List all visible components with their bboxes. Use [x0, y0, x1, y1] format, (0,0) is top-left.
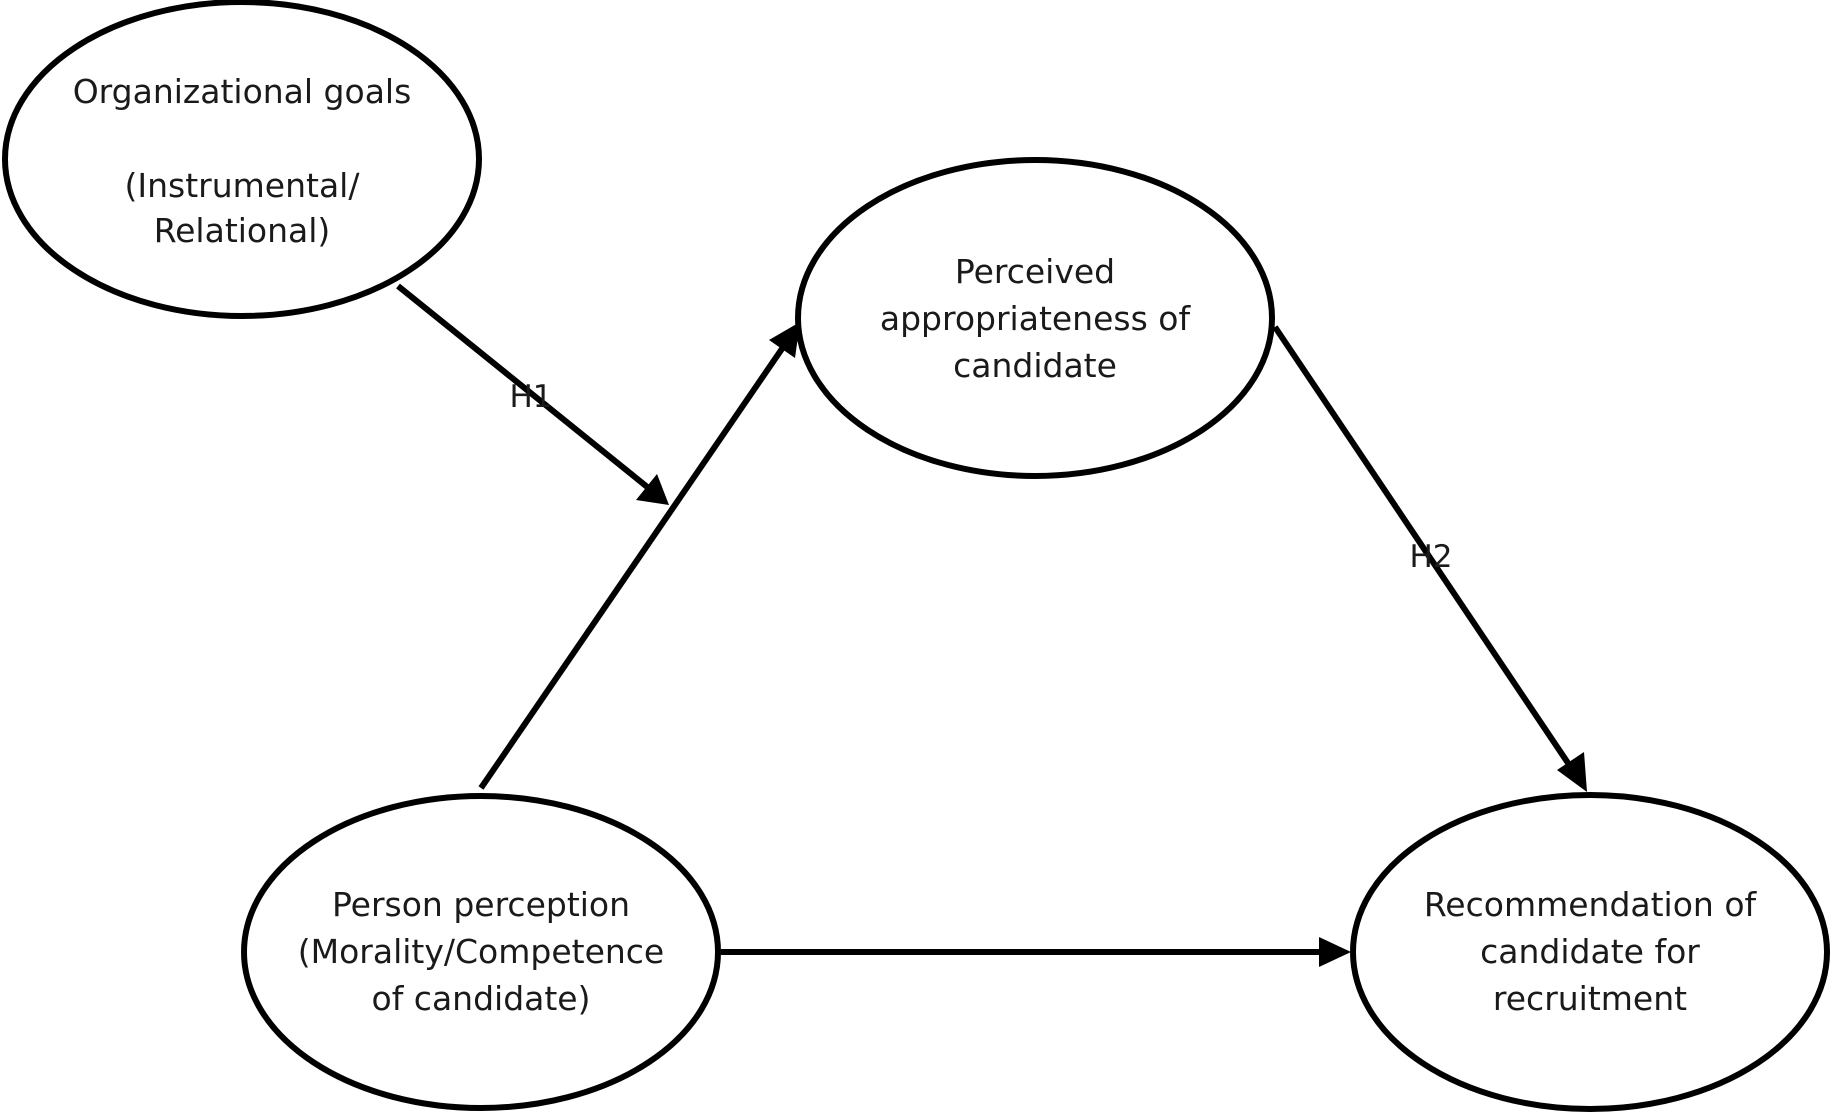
edge-person-to-recommendation-arrowhead — [1319, 937, 1351, 967]
node-person-perception-line2: (Morality/Competence — [298, 932, 664, 971]
edge-perceived-to-recommendation-arrowhead — [1557, 752, 1587, 792]
edge-label-h1: H1 — [509, 379, 552, 415]
node-perceived-appropriateness-line3: candidate — [953, 346, 1117, 385]
edge-perceived-to-recommendation — [1272, 325, 1577, 774]
node-organizational-goals-ellipse — [2, 0, 482, 319]
edge-goals-to-path-h1-arrowhead — [636, 474, 669, 505]
node-organizational-goals-line2: (Instrumental/ — [125, 166, 361, 205]
node-perceived-appropriateness-line1: Perceived — [955, 252, 1115, 291]
node-person-perception-line3: of candidate) — [372, 979, 591, 1018]
node-perceived-appropriateness: Perceived appropriateness of candidate — [795, 157, 1275, 479]
edge-person-to-perceived — [478, 338, 791, 790]
node-person-perception: Person perception (Morality/Competence o… — [241, 793, 721, 1111]
node-organizational-goals: Organizational goals (Instrumental/ Rela… — [2, 0, 482, 319]
edge-person-to-perceived-arrowhead — [769, 322, 800, 358]
node-person-perception-ellipse — [241, 793, 721, 1111]
node-recommendation-ellipse — [1350, 792, 1830, 1112]
node-recommendation: Recommendation of candidate for recruitm… — [1350, 792, 1830, 1112]
node-organizational-goals-line3: Relational) — [154, 211, 331, 250]
edge-label-h2: H2 — [1409, 539, 1452, 575]
node-person-perception-line1: Person perception — [332, 885, 630, 924]
node-recommendation-line1: Recommendation of — [1424, 885, 1758, 924]
node-recommendation-line2: candidate for — [1480, 932, 1700, 971]
edge-goals-to-path-h1 — [396, 283, 653, 493]
node-perceived-appropriateness-line2: appropriateness of — [880, 299, 1192, 338]
node-perceived-appropriateness-ellipse — [795, 157, 1275, 479]
node-organizational-goals-line1: Organizational goals — [73, 72, 412, 111]
node-recommendation-line3: recruitment — [1493, 979, 1687, 1018]
